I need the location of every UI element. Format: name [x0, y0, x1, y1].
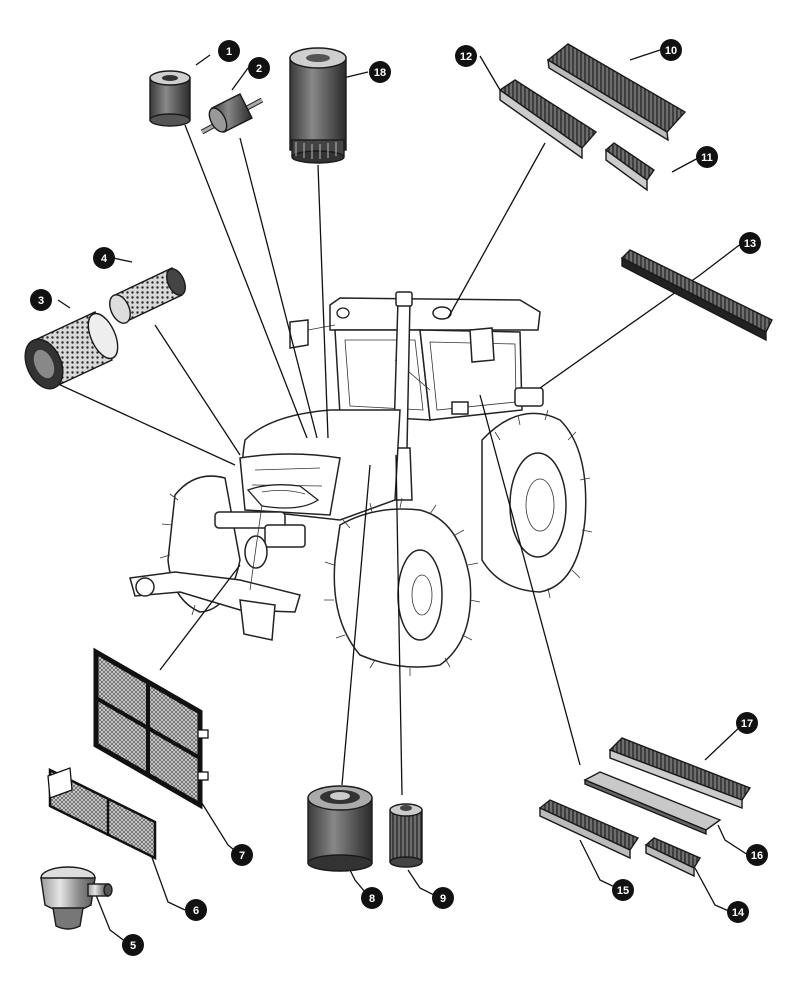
part-9-transmission-element — [389, 803, 423, 868]
hood — [239, 409, 401, 521]
callout-number: 14 — [732, 907, 745, 919]
part-14-small-panel-filter — [644, 837, 702, 878]
part-10-cab-filter — [546, 43, 687, 142]
callout-number: 12 — [460, 51, 472, 63]
callout-number: 8 — [369, 893, 375, 905]
callout-circle — [248, 57, 270, 79]
callout-number: 3 — [38, 295, 44, 307]
callout-number: 18 — [374, 67, 386, 79]
part-18-fuel-cartridge — [289, 47, 347, 164]
part-15-panel-filter — [538, 799, 640, 860]
callout-circle — [231, 844, 253, 866]
callout-circle — [218, 40, 240, 62]
callout-number: 17 — [741, 718, 753, 730]
leader-lines — [44, 49, 749, 946]
callout-number: 6 — [193, 905, 199, 917]
callout-circle — [612, 879, 634, 901]
callout-12: 12 — [455, 45, 477, 67]
callout-number: 7 — [239, 850, 245, 862]
rear-wheel-right — [481, 409, 593, 599]
callout-number: 10 — [665, 45, 677, 57]
callout-number: 1 — [226, 46, 232, 58]
callout-circle — [122, 934, 144, 956]
part-4-secondary-air-filter — [109, 267, 186, 324]
cab — [289, 297, 544, 421]
callout-number: 4 — [101, 253, 108, 265]
front-wheel-right — [324, 497, 481, 676]
callout-circle — [185, 899, 207, 921]
callout-circle — [660, 39, 682, 61]
callout-9: 9 — [432, 887, 454, 909]
part-8-hydraulic-filter — [307, 785, 373, 872]
callout-number: 9 — [440, 893, 446, 905]
callout-circle — [361, 887, 383, 909]
callout-circle — [93, 247, 115, 269]
callout-circle — [746, 844, 768, 866]
callout-circle — [432, 887, 454, 909]
callout-circle — [736, 712, 758, 734]
part-3-primary-air-filter — [24, 311, 119, 390]
part-6-condenser-screen — [47, 767, 157, 861]
part-12-cab-air-filter — [498, 79, 598, 160]
callout-number: 15 — [617, 885, 629, 897]
callout-number: 16 — [751, 850, 763, 862]
callout-16: 16 — [746, 844, 768, 866]
callout-number: 5 — [130, 940, 136, 952]
callout-circle — [727, 901, 749, 923]
part-16-flat-filter-pad — [583, 771, 722, 836]
callout-5: 5 — [122, 934, 144, 956]
callout-15: 15 — [612, 879, 634, 901]
callout-circle — [455, 45, 477, 67]
callout-8: 8 — [361, 887, 383, 909]
callout-number: 2 — [256, 63, 262, 75]
callout-number: 13 — [744, 238, 756, 250]
part-13-long-cab-filter — [620, 249, 773, 342]
front-hitch — [129, 504, 306, 641]
callout-7: 7 — [231, 844, 253, 866]
callout-1: 1 — [218, 40, 240, 62]
callout-17: 17 — [736, 712, 758, 734]
part-2-inline-fuel-filter — [200, 93, 264, 135]
callout-14: 14 — [727, 901, 749, 923]
callout-2: 2 — [248, 57, 270, 79]
tractor-illustration — [129, 291, 593, 676]
callout-10: 10 — [660, 39, 682, 61]
callout-3: 3 — [30, 289, 52, 311]
callout-number: 11 — [701, 152, 713, 164]
callout-18: 18 — [369, 61, 391, 83]
part-11-small-cab-filter — [604, 142, 655, 192]
part-17-carbon-cab-filter — [608, 737, 752, 810]
callout-circle — [696, 146, 718, 168]
callout-11: 11 — [696, 146, 718, 168]
callout-13: 13 — [739, 232, 761, 254]
callout-4: 4 — [93, 247, 115, 269]
part-1-oil-filter — [149, 70, 191, 127]
callout-circle — [30, 289, 52, 311]
part-7-grille-screen — [93, 647, 209, 810]
part-5-fuel-prefilter-bowl — [40, 866, 113, 930]
callout-6: 6 — [185, 899, 207, 921]
callout-circle — [369, 61, 391, 83]
callout-circle — [739, 232, 761, 254]
